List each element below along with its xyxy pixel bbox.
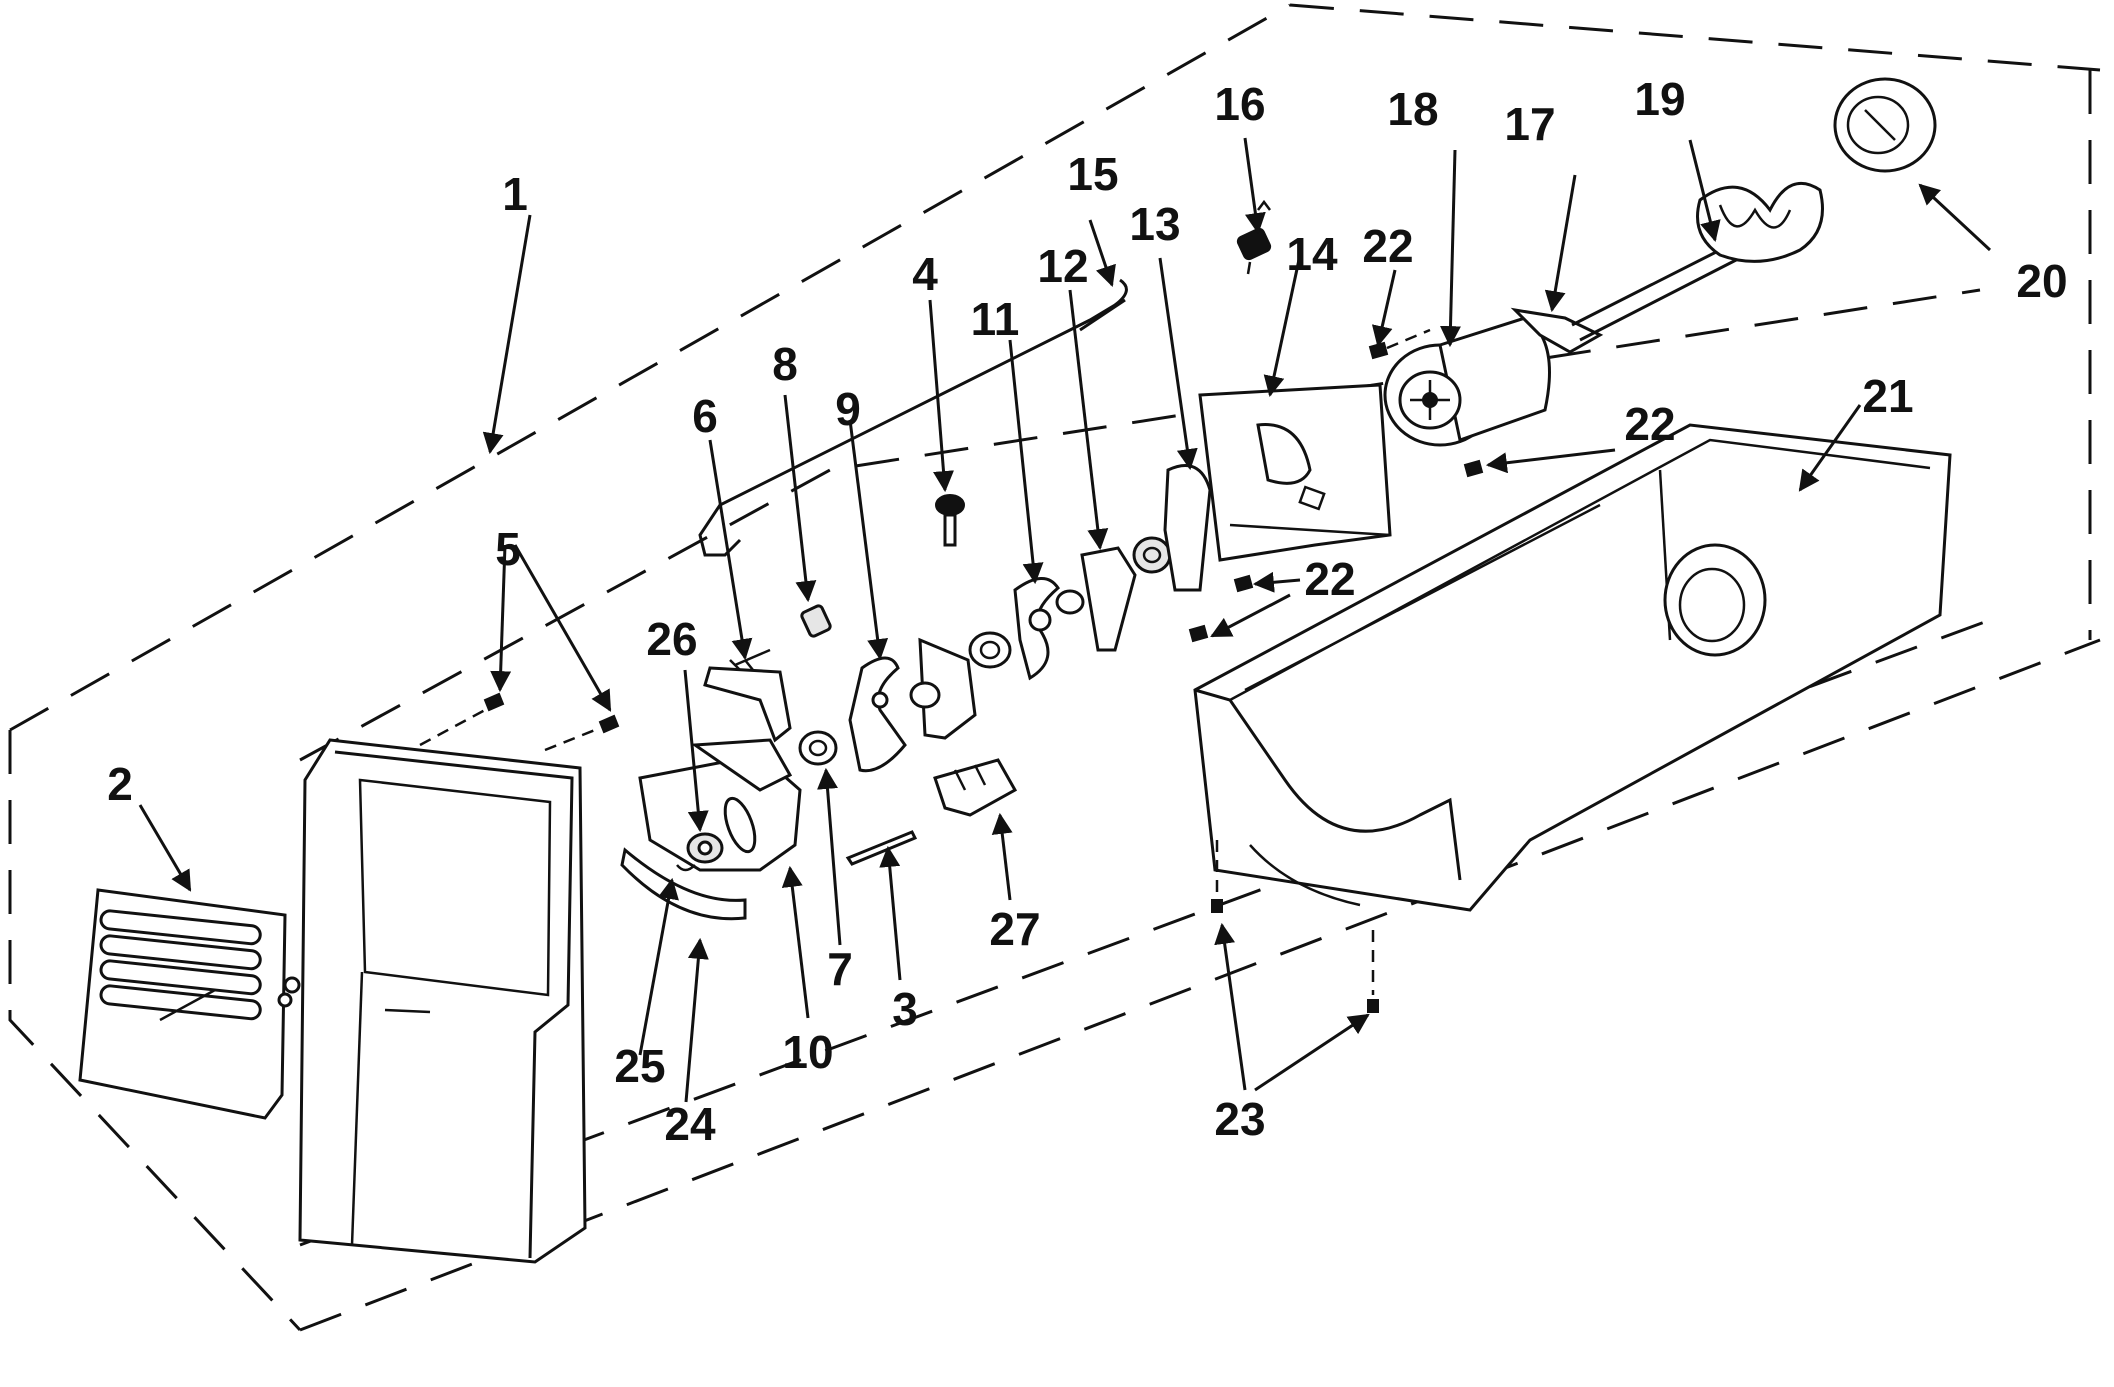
motor-assembly: [620, 738, 802, 921]
screws-5: [419, 692, 620, 752]
callout-19: 19: [1634, 73, 1685, 125]
callout-26: 26: [646, 613, 697, 665]
callout-10: 10: [782, 1026, 833, 1078]
callout-2: 2: [107, 758, 133, 810]
callout-7: 7: [827, 943, 853, 995]
callout-12: 12: [1037, 240, 1088, 292]
callout-25: 25: [614, 1040, 665, 1092]
callout-labels: 1 2 3 4 5 6 7 8 9 10 11 12 13 14 15 16 1…: [107, 73, 2067, 1150]
part-9-cam: [848, 656, 907, 773]
part-27-clip: [933, 758, 1018, 817]
callout-13: 13: [1129, 198, 1180, 250]
screws-23: [1211, 840, 1379, 1013]
callout-15: 15: [1067, 148, 1118, 200]
ice-dispenser-frame: [298, 738, 587, 1264]
callout-20: 20: [2016, 255, 2067, 307]
part-20-end-cap: [1833, 77, 1937, 173]
part-17-coupling: [1510, 307, 1604, 354]
callout-21: 21: [1862, 370, 1913, 422]
part-6-lever: [703, 659, 792, 743]
callout-3: 3: [892, 983, 918, 1035]
front-cover-grille: [78, 888, 301, 1120]
callout-22-top: 22: [1362, 220, 1413, 272]
part-16-spring: [1236, 199, 1272, 275]
callout-24: 24: [664, 1098, 716, 1150]
part-19-auger: [1571, 181, 1824, 342]
part-18-motor: [1383, 316, 1551, 447]
part-8-spring: [734, 604, 832, 667]
leader-lines: [138, 137, 1992, 1103]
callout-5: 5: [495, 523, 521, 575]
part-4-pin: [935, 494, 965, 547]
part-7-bushing: [798, 730, 838, 766]
callout-22-right: 22: [1624, 398, 1675, 450]
callout-22-lower: 22: [1304, 553, 1355, 605]
callout-9: 9: [835, 383, 861, 435]
part-15-rod: [698, 278, 1128, 557]
part-21-ice-bin: [1193, 423, 1952, 912]
callout-4: 4: [912, 248, 938, 300]
callout-6: 6: [692, 390, 718, 442]
callout-18: 18: [1387, 83, 1438, 135]
callout-8: 8: [772, 338, 798, 390]
callout-11: 11: [971, 293, 1020, 345]
callout-16: 16: [1214, 78, 1265, 130]
part-3-pin: [845, 830, 918, 866]
callout-17: 17: [1504, 98, 1555, 150]
callout-14: 14: [1286, 228, 1338, 280]
part-14-bracket: [1198, 383, 1392, 562]
callout-1: 1: [502, 168, 528, 220]
callout-23: 23: [1214, 1093, 1265, 1145]
callout-27: 27: [989, 903, 1040, 955]
